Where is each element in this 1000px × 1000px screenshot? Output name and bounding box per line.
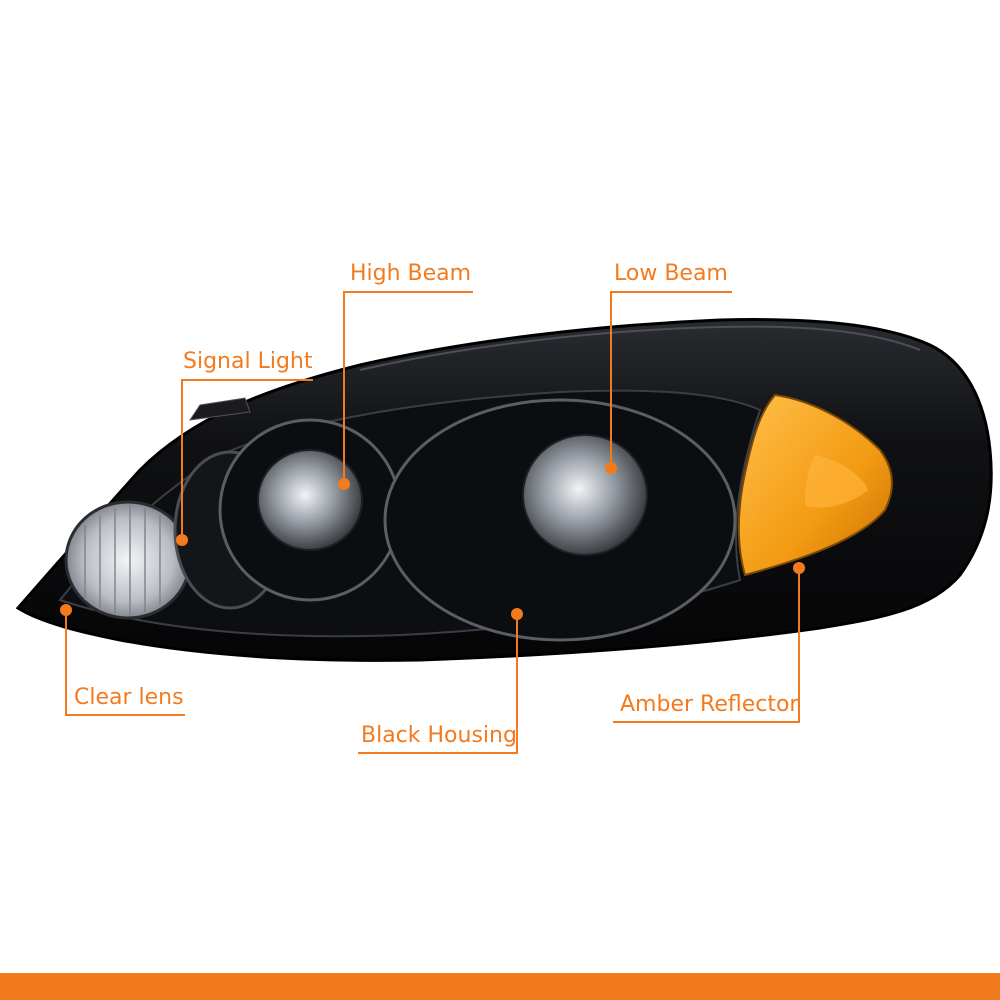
high-beam-underline bbox=[343, 291, 473, 293]
high-beam-marker bbox=[338, 478, 350, 490]
clear-lens-ribs bbox=[84, 505, 161, 615]
clear-lens-underline bbox=[65, 714, 185, 716]
black-housing-underline bbox=[358, 752, 518, 754]
label-high-beam: High Beam bbox=[350, 261, 472, 286]
amber-reflector-underline bbox=[613, 721, 800, 723]
signal-light-underline bbox=[181, 379, 313, 381]
label-low-beam: Low Beam bbox=[614, 261, 728, 286]
black-housing-leader bbox=[516, 614, 518, 754]
bottom-accent-bar bbox=[0, 973, 1000, 1000]
high-beam-leader bbox=[343, 291, 345, 484]
high-beam-reflector bbox=[257, 449, 363, 551]
amber-inner-lens bbox=[805, 455, 868, 508]
label-clear-lens: Clear lens bbox=[74, 685, 184, 710]
low-beam-leader bbox=[610, 291, 612, 468]
low-beam-marker bbox=[605, 462, 617, 474]
signal-light-marker bbox=[176, 534, 188, 546]
amber-reflector-leader bbox=[798, 568, 800, 723]
low-beam-underline bbox=[610, 291, 732, 293]
mounting-tab bbox=[188, 397, 251, 421]
top-edge-highlight bbox=[359, 325, 921, 371]
clear-lens-leader bbox=[65, 610, 67, 716]
signal-light-leader bbox=[181, 379, 183, 540]
label-signal-light: Signal Light bbox=[183, 349, 313, 374]
label-amber-reflector: Amber Reflector bbox=[620, 692, 799, 717]
label-black-housing: Black Housing bbox=[361, 723, 517, 748]
low-beam-reflector bbox=[522, 434, 648, 556]
